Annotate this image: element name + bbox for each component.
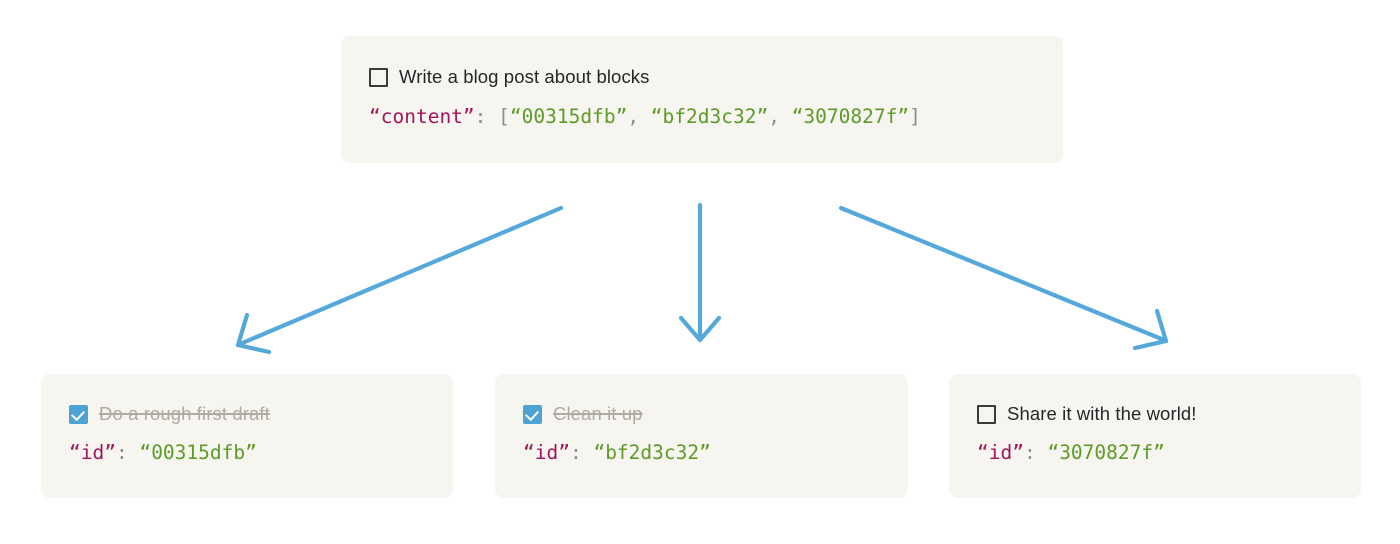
checkbox-empty-icon[interactable] [977, 404, 996, 424]
arrow-to-child-1 [235, 205, 564, 355]
json-key: “content” [369, 105, 475, 128]
arrow-head-line-b [235, 342, 272, 355]
child-1-todo-label: Do a rough first draft [99, 403, 270, 424]
json-value: “bf2d3c32” [593, 441, 711, 464]
json-value: “3070827f” [1047, 441, 1165, 464]
json-value: “00315dfb” [139, 441, 257, 464]
child-1-todo-row[interactable]: Do a rough first draft [69, 401, 435, 427]
child-block-2[interactable]: Clean it up “id”: “bf2d3c32” [495, 374, 908, 498]
child-2-code-line: “id”: “bf2d3c32” [523, 438, 890, 468]
arrow-head-line-a [678, 315, 703, 343]
json-key: “id” [523, 441, 570, 464]
parent-todo-row[interactable]: Write a blog post about blocks [369, 64, 1045, 90]
arrow-head-line-a [1154, 308, 1169, 344]
parent-todo-label: Write a blog post about blocks [399, 66, 650, 87]
child-block-1[interactable]: Do a rough first draft “id”: “00315dfb” [41, 374, 453, 498]
child-block-3[interactable]: Share it with the world! “id”: “3070827f… [949, 374, 1361, 498]
child-3-code-line: “id”: “3070827f” [977, 438, 1343, 468]
json-colon: : [1023, 441, 1048, 464]
checkbox-empty-icon[interactable] [369, 67, 388, 87]
json-separator-0: , [627, 105, 651, 128]
child-2-todo-row[interactable]: Clean it up [523, 401, 890, 427]
child-3-todo-row[interactable]: Share it with the world! [977, 401, 1343, 427]
arrow-head-line-b [1132, 338, 1169, 351]
child-3-todo-label: Share it with the world! [1007, 403, 1197, 424]
json-key: “id” [977, 441, 1024, 464]
json-colon: : [569, 441, 594, 464]
json-value-1: “bf2d3c32” [650, 105, 769, 128]
json-value-0: “00315dfb” [509, 105, 628, 128]
parent-code-line: “content”: [“00315dfb”, “bf2d3c32”, “307… [369, 102, 1045, 132]
json-colon: : [115, 441, 140, 464]
parent-block[interactable]: Write a blog post about blocks “content”… [341, 36, 1063, 163]
checkbox-checked-icon[interactable] [69, 404, 88, 424]
json-close-bracket: ] [909, 105, 921, 128]
child-2-todo-label: Clean it up [553, 403, 643, 424]
json-separator-1: , [768, 105, 792, 128]
arrow-head-line-a [235, 312, 250, 348]
json-open-bracket: [ [498, 105, 510, 128]
json-key: “id” [69, 441, 116, 464]
arrow-to-child-3 [838, 205, 1169, 351]
json-colon: : [474, 105, 499, 128]
arrow-to-child-2 [678, 202, 722, 343]
checkbox-checked-icon[interactable] [523, 404, 542, 424]
json-value-2: “3070827f” [791, 105, 910, 128]
arrow-head-line-b [697, 315, 722, 343]
child-1-code-line: “id”: “00315dfb” [69, 438, 435, 468]
